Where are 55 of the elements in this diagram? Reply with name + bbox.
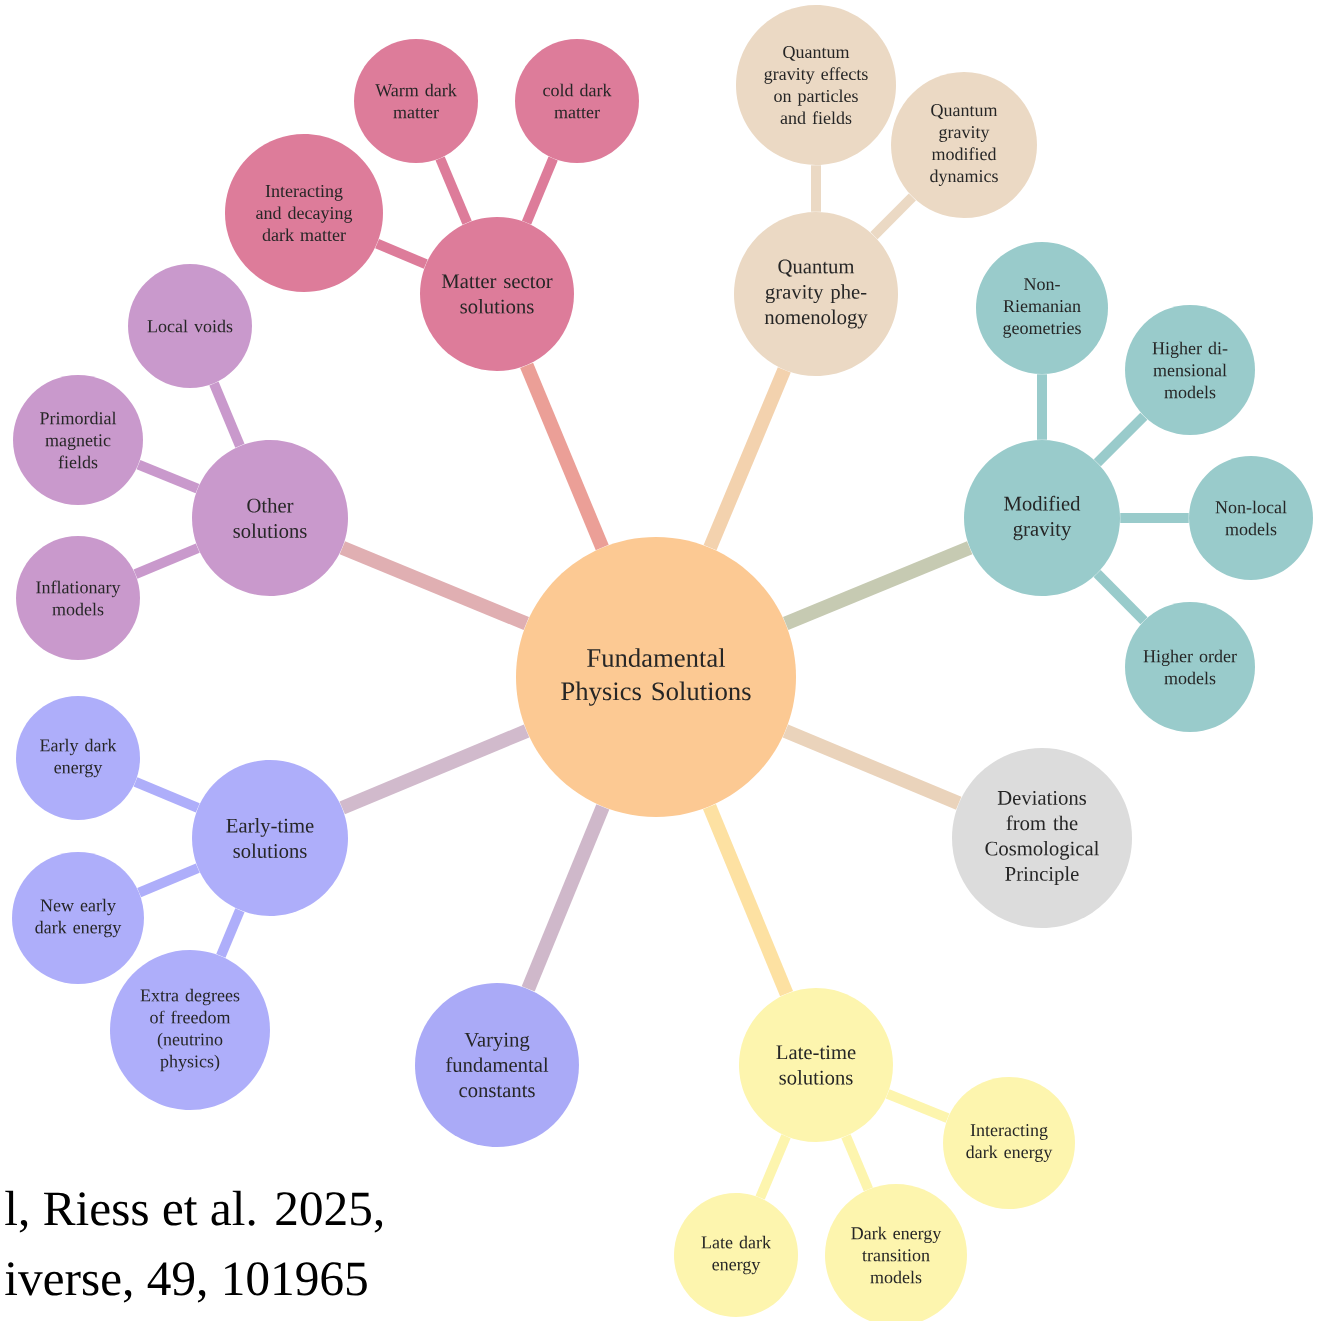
bubble: Higher order models xyxy=(1125,602,1255,732)
connector xyxy=(703,804,794,997)
bubble: Quantum gravity effects on particles and fields xyxy=(736,5,896,165)
connector xyxy=(521,804,610,992)
connector xyxy=(136,459,200,494)
connector xyxy=(520,362,609,551)
connector xyxy=(1093,412,1148,467)
connector xyxy=(216,908,245,958)
connector xyxy=(521,156,558,225)
bubble: Matter sector solutions xyxy=(420,217,574,371)
connector xyxy=(209,381,245,448)
bubble: New early dark energy xyxy=(12,852,144,984)
connector xyxy=(782,724,962,810)
bubble: Non-Riemanian geometries xyxy=(976,242,1108,374)
bubble: Primordial magnetic fields xyxy=(13,375,143,505)
connector xyxy=(137,863,200,898)
connector xyxy=(870,193,916,240)
connector xyxy=(133,543,200,579)
citation-text: l, Riess et al. 2025, xyxy=(5,1190,383,1233)
bubble: Fundamental Physics Solutions xyxy=(516,537,796,817)
bubble: Interacting dark energy xyxy=(943,1077,1075,1209)
connector xyxy=(339,541,529,631)
bubble: Inflationary models xyxy=(16,536,140,660)
bubble: Dark energy transition models xyxy=(825,1184,967,1321)
bubble: Late-time solutions xyxy=(739,988,893,1142)
bubble: Quantum gravity phe- nomenology xyxy=(734,212,898,376)
connector xyxy=(1120,513,1189,523)
bubble: Extra degrees of freedom (neutrino physics) xyxy=(110,950,270,1110)
connector xyxy=(375,239,428,269)
bubble: Warm dark matter xyxy=(354,39,478,163)
connector xyxy=(339,724,530,815)
connector xyxy=(1037,374,1047,440)
bubble: Early dark energy xyxy=(16,696,140,820)
connector xyxy=(811,165,821,212)
bubble: Higher di- mensional models xyxy=(1125,305,1255,435)
bubble: Varying fundamental constants xyxy=(415,983,579,1147)
bubble: Modified gravity xyxy=(964,440,1120,596)
bubble: Deviations from the Cosmological Principle xyxy=(952,748,1132,928)
bubble: Early-time solutions xyxy=(192,760,348,916)
connector xyxy=(783,541,973,631)
bubble: cold dark matter xyxy=(515,39,639,163)
connector xyxy=(885,1089,950,1123)
connector xyxy=(703,367,791,551)
connector xyxy=(841,1134,873,1192)
citation-text: iverse, 49, 101965 xyxy=(5,1262,367,1303)
bubble: Other solutions xyxy=(192,440,348,596)
bubble: Quantum gravity modified dynamics xyxy=(891,72,1037,218)
bubble: Non-local models xyxy=(1189,456,1313,580)
bubble: Interacting and decaying dark matter xyxy=(225,134,383,292)
connector xyxy=(435,156,472,225)
bubble: Local voids xyxy=(128,264,252,388)
connector xyxy=(1093,570,1148,625)
connector xyxy=(133,777,200,813)
connector xyxy=(755,1134,791,1200)
bubble: Late dark energy xyxy=(674,1193,798,1317)
